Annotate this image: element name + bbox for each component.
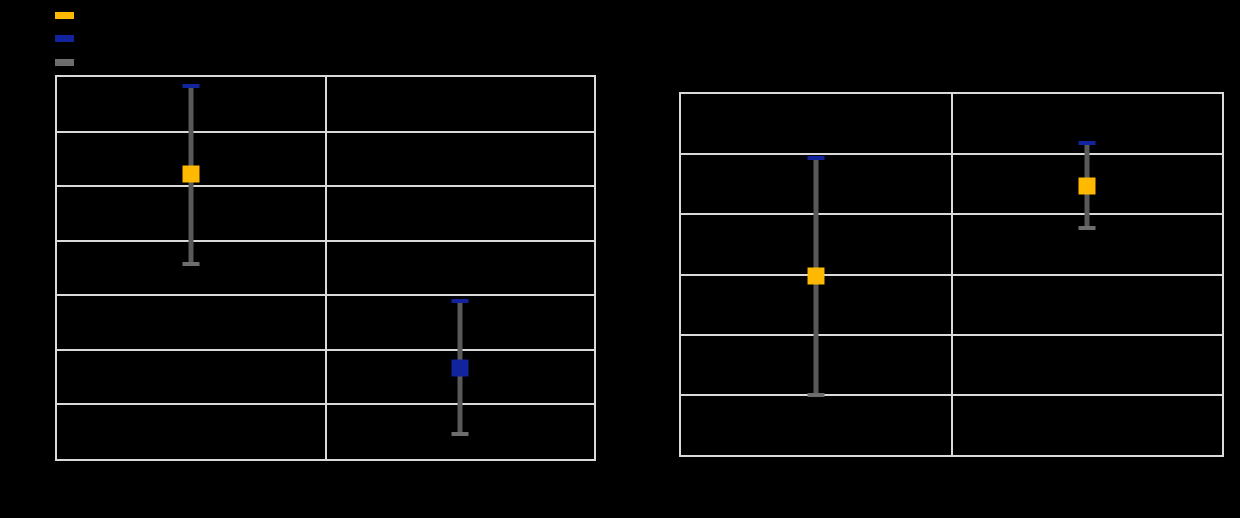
legend-swatch-blue — [55, 34, 74, 42]
legend-item-2[interactable] — [55, 32, 82, 44]
data-point-marker[interactable] — [451, 359, 469, 377]
right-chart-panel — [679, 92, 1224, 457]
data-point-marker[interactable] — [182, 165, 200, 183]
legend-item-3[interactable] — [55, 56, 82, 68]
error-bar-high-cap — [182, 83, 200, 88]
legend-item-1[interactable] — [55, 9, 82, 21]
gridline-vertical — [324, 77, 327, 459]
data-point-marker[interactable] — [1078, 177, 1096, 195]
error-bar-high-cap — [807, 156, 825, 161]
legend-swatch-yellow — [55, 11, 74, 19]
error-bar-low-cap — [1078, 225, 1096, 230]
left-chart-panel — [55, 75, 596, 461]
error-bar-high-cap — [451, 298, 469, 303]
data-point-marker[interactable] — [807, 267, 825, 285]
error-bar-low-cap — [451, 432, 469, 437]
gridline-vertical — [950, 94, 953, 455]
error-bar-high-cap — [1078, 140, 1096, 145]
error-bar-low-cap — [182, 261, 200, 266]
legend-swatch-gray — [55, 58, 74, 66]
error-bar-low-cap — [807, 392, 825, 397]
